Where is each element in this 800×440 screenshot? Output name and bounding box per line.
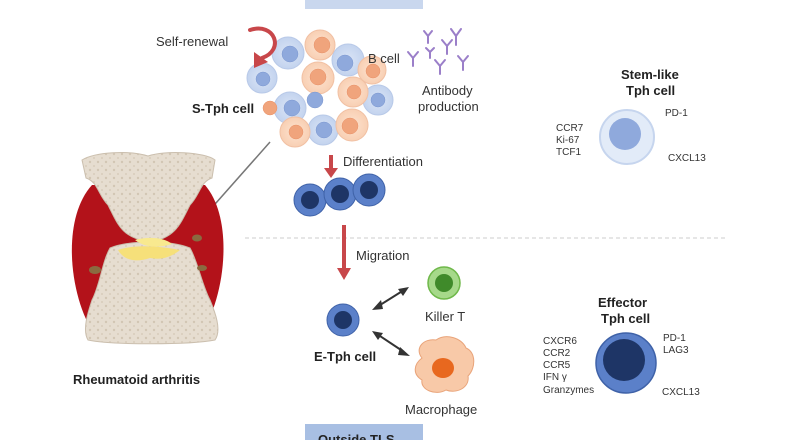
antibody-icon [407,28,469,75]
effector-marker-lag3: LAG3 [663,345,689,356]
effector-marker-ifng: IFN γ [543,372,567,383]
stem-like-marker-ki67: Ki-67 [556,135,580,146]
effector-marker-pd1: PD-1 [663,333,686,344]
effector-marker-granzymes: Granzymes [543,385,594,396]
rheumatoid-arthritis-label: Rheumatoid arthritis [73,372,200,387]
s-tph-cell-cluster [246,29,394,148]
bottom-banner [305,424,423,440]
stem-like-marker-tcf1: TCF1 [556,147,581,158]
b-cell-label: B cell [368,51,400,66]
joint-illustration [71,152,224,345]
stem-like-title-line1: Stem-like [621,67,679,82]
stem-like-marker-ccr7: CCR7 [556,123,584,134]
self-renewal-label: Self-renewal [156,34,228,49]
bottom-banner-label: Outside TLS [318,432,395,440]
self-renewal-arrow [248,26,277,60]
differentiation-arrowhead-icon [324,168,338,178]
effector-title-line1: Effector [598,295,647,310]
effector-marker-cxcr6: CXCR6 [543,336,577,347]
effector-marker-ccr2: CCR2 [543,348,571,359]
differentiation-label: Differentiation [343,154,423,169]
killer-t-cell-nucleus [435,274,453,292]
effector-cell-nucleus [603,339,645,381]
antibody-production-label-line1: Antibody [422,83,473,98]
effector-title-line2: Tph cell [601,311,650,326]
migration-arrowhead-icon [337,268,351,280]
stem-like-cell-nucleus [609,118,641,150]
e-tph-cell-label: E-Tph cell [314,349,376,364]
s-tph-cell-label: S-Tph cell [192,101,254,116]
killer-t-label: Killer T [425,309,465,324]
e-tph-cell-nucleus [334,311,352,329]
migration-label: Migration [356,248,409,263]
interaction-arrows [376,289,405,353]
differentiated-tph-cells [293,173,386,217]
top-banner [305,0,423,9]
effector-marker-cxcl13: CXCL13 [662,387,700,398]
stem-like-marker-cxcl13: CXCL13 [668,153,706,164]
stem-like-title-line2: Tph cell [626,83,675,98]
macrophage-label: Macrophage [405,402,477,417]
macrophage-nucleus [432,358,454,378]
effector-marker-ccr5: CCR5 [543,360,571,371]
stem-like-marker-pd1: PD-1 [665,108,688,119]
self-renewal-arrowhead-icon [254,52,268,68]
antibody-production-label-line2: production [418,99,479,114]
